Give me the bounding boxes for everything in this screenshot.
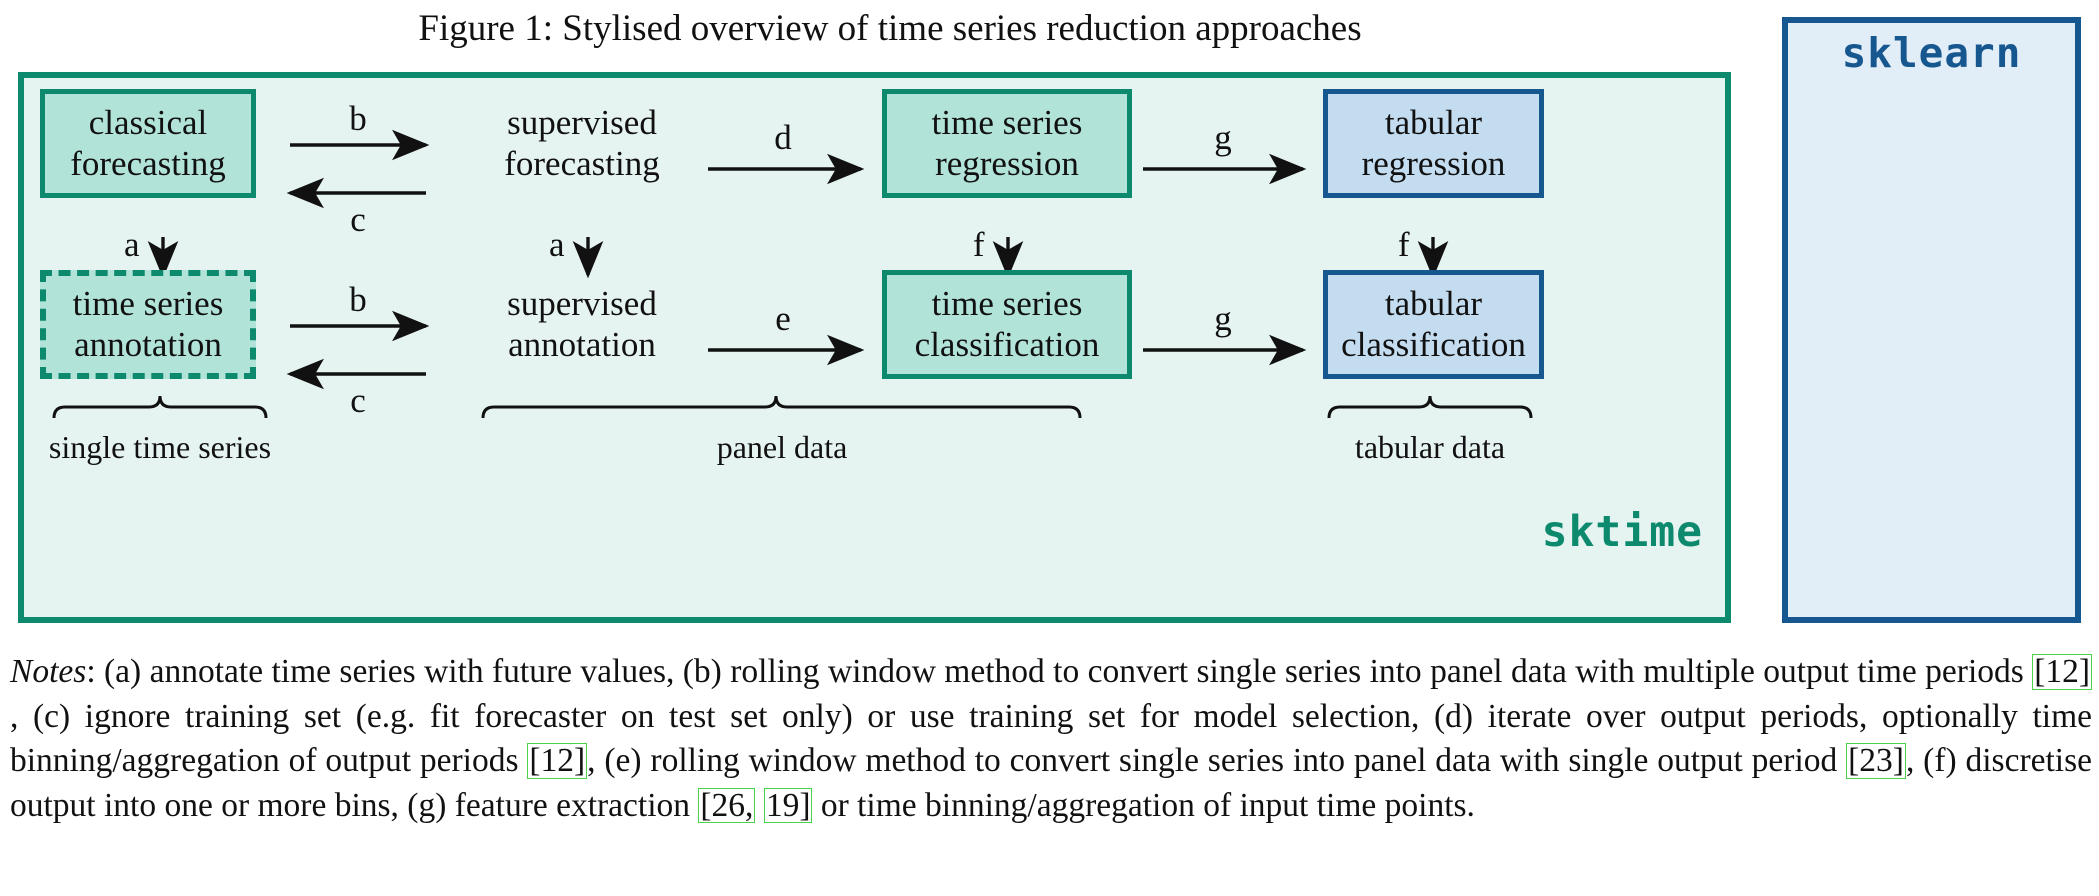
group-caption-tabular-data: tabular data <box>1354 429 1506 465</box>
edge-label-d: d <box>774 118 792 157</box>
node-line-2: annotation <box>508 324 656 364</box>
node-line-1: tabular <box>1384 102 1483 142</box>
citation-23[interactable]: [23] <box>1846 742 1906 780</box>
edge-label-a-left: a↓ <box>123 225 140 264</box>
edge-label-f-tabular: f↓ <box>1397 225 1410 264</box>
node-supervised-annotation[interactable]: supervised annotation <box>462 270 702 379</box>
edge-label-b-top: b <box>349 99 367 138</box>
node-line-1: time series <box>931 283 1083 323</box>
node-time-series-classification[interactable]: time series classification <box>882 270 1132 379</box>
citation-12-b[interactable]: [12] <box>527 742 588 780</box>
node-classical-forecasting[interactable]: classical forecasting <box>40 89 256 198</box>
node-line-2: regression <box>1361 143 1506 183</box>
notes-segment-5: or time binning/aggregation of input tim… <box>812 786 1475 824</box>
edge-label-f-timeseries: f↓ <box>972 225 985 264</box>
diagram-area: sktime sklearn <box>18 17 2081 623</box>
node-line-1: time series <box>72 283 224 323</box>
node-tabular-regression[interactable]: tabular regression <box>1323 89 1544 198</box>
node-line-2: classification <box>1341 324 1526 364</box>
edge-label-g-top: g <box>1214 118 1232 157</box>
node-line-1: supervised <box>507 102 657 142</box>
node-line-1: time series <box>931 102 1083 142</box>
node-line-2: forecasting <box>70 143 226 183</box>
notes-paragraph: Notes: (a) annotate time series with fut… <box>10 650 2092 828</box>
node-line-1: tabular <box>1384 283 1483 323</box>
notes-segment-4: , (f) discretise output into one or more… <box>10 742 2092 824</box>
node-line-1: classical <box>88 102 208 142</box>
node-time-series-annotation[interactable]: time series annotation <box>40 270 256 379</box>
edge-label-e: e <box>775 299 791 338</box>
node-line-2: classification <box>914 324 1100 364</box>
figure-caption: Figure 1: Stylised overview of time seri… <box>418 8 1362 49</box>
node-tabular-classification[interactable]: tabular classification <box>1323 270 1544 379</box>
edge-label-c-bottom: c <box>350 381 366 420</box>
node-line-2: regression <box>935 143 1079 183</box>
node-time-series-regression[interactable]: time series regression <box>882 89 1132 198</box>
sklearn-brand-label: sklearn <box>1841 29 2022 77</box>
notes-segment-3: , (e) rolling window method to convert s… <box>587 742 1847 780</box>
node-supervised-forecasting[interactable]: supervised forecasting <box>462 89 702 198</box>
edge-label-g-bottom: g <box>1214 299 1232 338</box>
citation-19[interactable]: 19] <box>763 786 813 824</box>
notes-segment-2: , (c) ignore training set (e.g. fit fore… <box>10 697 2092 780</box>
citation-12-a[interactable]: [12] <box>2032 653 2092 690</box>
notes-label: Notes <box>10 653 87 690</box>
edge-label-c-top: c <box>350 200 366 239</box>
group-caption-panel-data: panel data <box>716 429 848 465</box>
sktime-brand-label: sktime <box>1541 507 1703 557</box>
node-line-2: annotation <box>74 324 222 364</box>
sklearn-panel: sklearn <box>1782 17 2081 623</box>
notes-segment-1: : (a) annotate time series with future v… <box>86 653 2033 690</box>
node-line-2: forecasting <box>504 143 660 183</box>
edge-label-b-bottom: b <box>349 280 367 319</box>
edge-label-a-middle: a↓ <box>548 225 565 264</box>
node-line-1: supervised <box>507 283 657 323</box>
group-caption-single-time-series: single time series <box>48 429 272 465</box>
citation-26[interactable]: [26, <box>698 786 756 824</box>
